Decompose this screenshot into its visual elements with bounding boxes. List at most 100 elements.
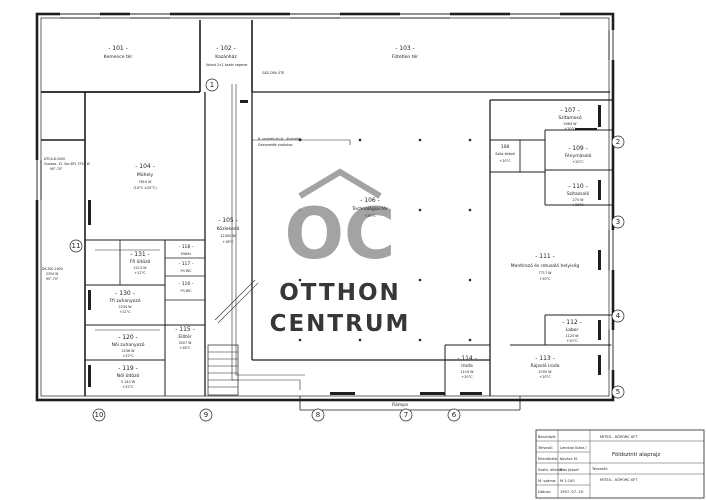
room-114-number: - 114 -: [457, 355, 477, 362]
svg-text:7: 7: [404, 411, 408, 419]
tb-label-meretarany: M. száma:: [538, 479, 556, 483]
room-115-detail: 3207 W: [178, 341, 192, 345]
tb-label-beruhazo: Beruházó:: [538, 435, 556, 439]
axis-marker-9: 9: [199, 408, 213, 422]
axis-marker-5: 5: [611, 385, 625, 399]
room-107-temp: +20°C: [564, 127, 576, 131]
hall-columns: [298, 138, 472, 342]
room-113-number: - 113 -: [535, 355, 555, 362]
room-116-name: Ffi WC: [181, 289, 193, 293]
room-130-temp: +22°C: [119, 310, 131, 314]
room-104-temp: (10°C ±20°C): [133, 186, 157, 190]
svg-text:1: 1: [210, 81, 214, 89]
room-110-name: Szitazsoló: [567, 190, 590, 197]
room-119-name: Női öltöző: [117, 373, 140, 379]
room-113-detail: 4705 W: [538, 370, 552, 374]
watermark-mark: OC: [285, 193, 396, 275]
corridor-label: Rámpa: [392, 401, 408, 408]
room-110-detail: 275 W: [573, 198, 585, 202]
room-108-temp: +20°C: [499, 159, 511, 163]
svg-text:4: 4: [616, 312, 621, 320]
axis-marker-10: 10: [92, 408, 106, 422]
room-131-name: Ffi öltöző: [130, 259, 151, 265]
room-120-detail: 2236 W: [121, 349, 135, 353]
room-131-detail: 2213 W: [133, 266, 147, 270]
watermark-line-otthon: OTTHON: [279, 280, 401, 306]
tb-label-tervezo: Tervező:: [537, 446, 553, 450]
room-111-number: - 111 -: [535, 253, 555, 260]
room-107-name: Szitamosó: [558, 114, 581, 121]
room-111-detail: 7717 W: [538, 271, 552, 275]
room-105-detail: 12300 W: [220, 234, 236, 238]
room-130-number: - 130 -: [115, 290, 135, 297]
room-104-detail: 7610 W: [138, 180, 152, 184]
room-115-number: - 115 -: [175, 326, 195, 333]
axis-marker-7: 7: [399, 408, 413, 422]
axis-marker-6: 6: [447, 408, 461, 422]
svg-text:11: 11: [72, 242, 81, 250]
room-105-temp: +18°C: [222, 240, 234, 244]
room-101-number: - 101 -: [108, 45, 128, 52]
svg-text:10: 10: [95, 411, 104, 419]
room-107-detail: 5463 W: [563, 122, 577, 126]
room-120-number: - 120 -: [118, 334, 138, 341]
svg-text:3: 3: [616, 218, 620, 226]
tb-value-datum: 1997. 07. 29.: [560, 490, 584, 494]
room-109-number: - 109 -: [568, 145, 588, 152]
room-106-name: Technológiai tér: [351, 205, 388, 212]
tb-label-szakt: Szakt. ellenőr:: [538, 468, 564, 472]
room-101-name: Kemence tér: [104, 53, 133, 60]
tb-company-bottom: MITEG - KÖPORC KFT: [600, 477, 638, 482]
room-117-name: Ffi WC: [181, 269, 193, 273]
room-117-number: - 117 -: [179, 261, 194, 267]
radiator-spec-b: 2354 W: [46, 272, 59, 276]
room-112-detail: 1125 W: [565, 334, 579, 338]
pipe-runs: [95, 84, 351, 390]
room-112-temp: +20°C: [566, 339, 578, 343]
svg-text:5: 5: [616, 388, 620, 396]
room-115-name: Előtér: [178, 333, 191, 340]
room-109-temp: +20°C: [572, 160, 584, 164]
boiler-note: Valant 2×1 kazán regener: [206, 63, 248, 67]
axis-marker-4: 4: [611, 309, 625, 323]
tb-label-ellenorizte: Ellenőrizte:: [538, 457, 558, 461]
radiator-tag-b: DK-300-1600: [42, 267, 63, 271]
room-131-temp: +22°C: [134, 271, 146, 275]
room-118-number: - 118 -: [179, 244, 194, 250]
room-119-detail: 5 143 W: [121, 380, 136, 384]
room-102-number: - 102 -: [216, 45, 236, 52]
tb-label-datum: Dátum:: [538, 490, 551, 494]
room-114-detail: 1116 W: [460, 370, 474, 374]
radiator-temp-left: 90°-70°: [50, 167, 63, 171]
tb-value-tervezo: Lendvai Klára /: [560, 446, 588, 450]
room-115-temp: +18°C: [179, 346, 191, 350]
room-113-temp: +20°C: [539, 375, 551, 379]
room-104-name: Műhely: [137, 172, 154, 178]
axis-marker-2: 2: [611, 135, 625, 149]
room-110-number: - 110 -: [568, 183, 588, 190]
room-119-temp: +22°C: [122, 385, 134, 389]
tb-value-meretarany: M 1:100: [560, 479, 575, 483]
room-111-name: Montírozó és retusáló helyiség: [511, 262, 580, 269]
room-103-number: - 103 -: [395, 45, 415, 52]
gas-meter-note: GÁZ-ÓRA ÜTE: [262, 70, 284, 75]
room-120-temp: +22°C: [122, 354, 134, 358]
room-112-number: - 112 -: [562, 319, 582, 326]
room-109-name: Fénymásoló: [565, 152, 592, 159]
room-106-temp: +20°C: [364, 214, 376, 218]
room-labels: - 101 - Kemence tér - 102 - Kazánház - 1…: [104, 45, 592, 408]
room-111-temp: +20°C: [539, 277, 551, 281]
room-104-number: - 104 -: [135, 163, 155, 170]
room-105-number: - 105 -: [218, 217, 238, 224]
axis-markers: 1 2 3 4 5 6 7 8: [69, 78, 625, 422]
tb-drawing-title: Földszinti alaprajz: [612, 452, 661, 458]
room-114-name: Iroda: [461, 363, 473, 369]
room-108-number: 108: [501, 144, 510, 150]
callout-notes: GÁZ-ÓRA ÜTE Valant 2×1 kazán regener R. …: [42, 63, 302, 281]
room-106-number: - 106 -: [360, 197, 380, 204]
svg-text:2: 2: [616, 138, 620, 146]
room-130-name: Ffi zuhanyozó: [109, 297, 140, 304]
room-110-temp: +20°C: [572, 203, 584, 207]
room-113-name: Rajzoló iroda: [531, 362, 560, 369]
svg-text:9: 9: [204, 411, 208, 419]
